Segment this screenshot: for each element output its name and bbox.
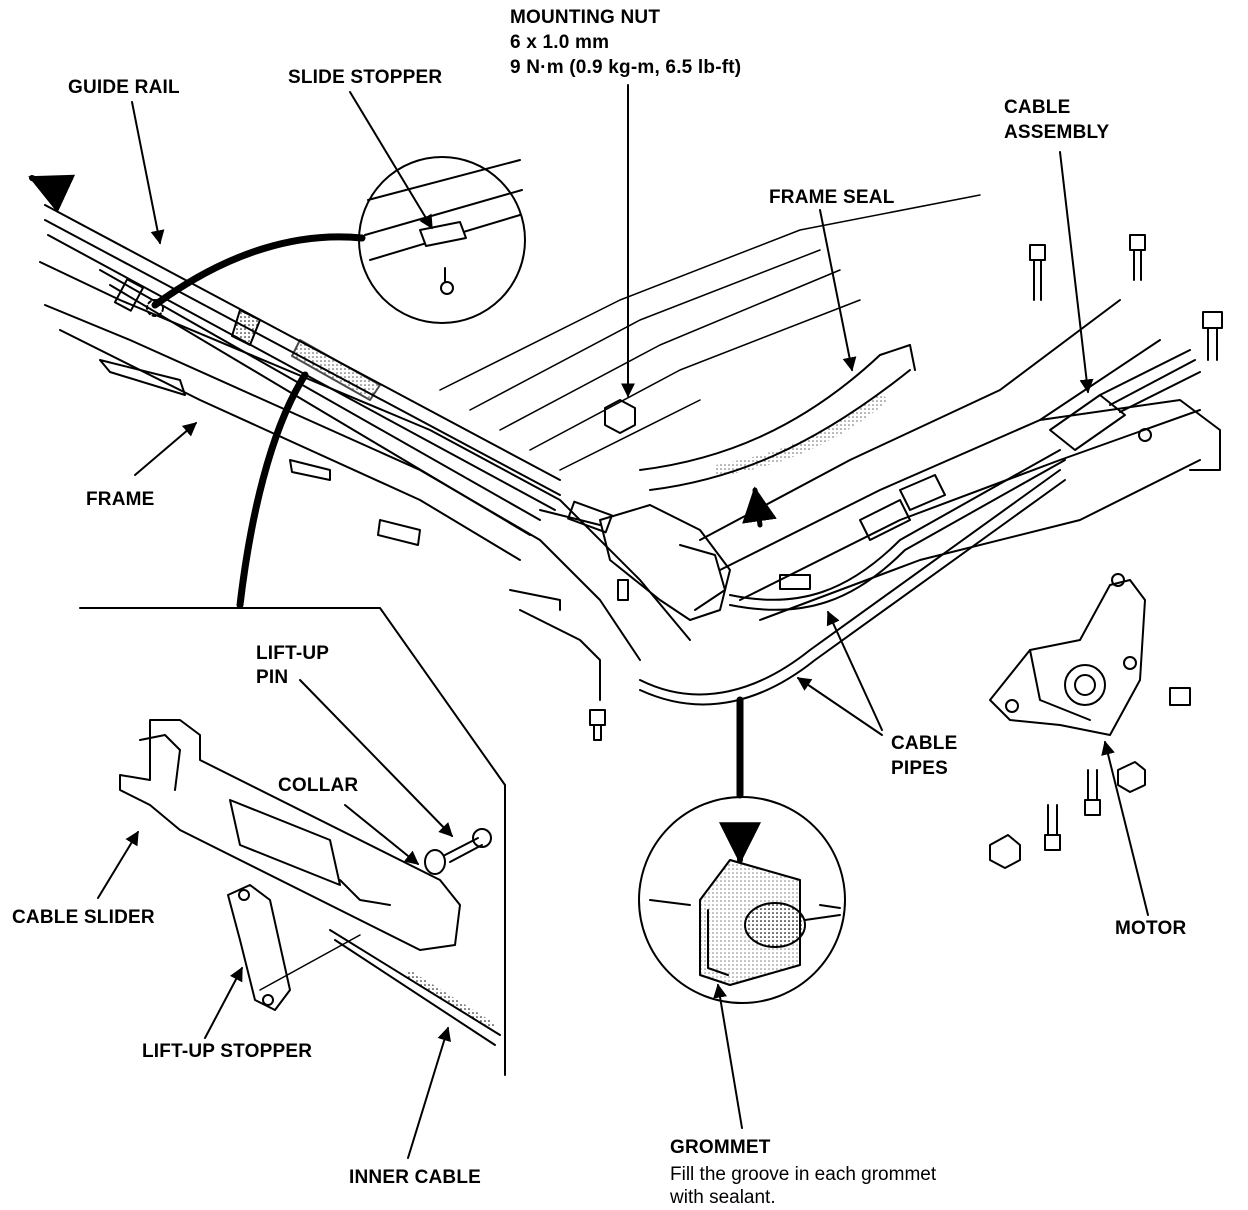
cable-assembly-label-2: ASSEMBLY xyxy=(1004,122,1110,143)
bolts xyxy=(589,234,1223,869)
cable-slider-detail xyxy=(79,371,506,1076)
cable-corner-bracket xyxy=(539,500,731,621)
motor-label: MOTOR xyxy=(1115,918,1187,939)
mounting-nut-label: MOUNTING NUT xyxy=(510,7,661,28)
cable-pipes-label-1: CABLE xyxy=(891,733,958,754)
lift-up-stopper-label: LIFT-UP STOPPER xyxy=(142,1041,313,1062)
mounting-nut-torque: 9 N·m (0.9 kg-m, 6.5 lb-ft) xyxy=(510,57,742,78)
direction-arrow-left xyxy=(28,174,76,213)
lift-up-pin-label-2: PIN xyxy=(256,667,289,688)
grommet-detail xyxy=(638,696,846,1004)
leader-lines xyxy=(97,84,1149,1159)
cable-slider-label: CABLE SLIDER xyxy=(12,907,155,928)
grommet-note-line-1: Fill the groove in each grommet xyxy=(670,1164,937,1185)
grommet-label: GROMMET xyxy=(670,1137,771,1158)
cable-assembly xyxy=(1049,349,1201,451)
collar-label: COLLAR xyxy=(278,775,359,796)
inner-cable-label: INNER CABLE xyxy=(349,1167,482,1188)
lift-up-pin-label-1: LIFT-UP xyxy=(256,643,330,664)
roof-opening xyxy=(439,194,981,471)
frame-seal xyxy=(639,344,916,491)
cable-pipes-label-2: PIPES xyxy=(891,758,948,779)
motor xyxy=(989,573,1146,736)
guide-rail xyxy=(44,204,561,536)
frame-label: FRAME xyxy=(86,489,155,510)
slide-stopper-label: SLIDE STOPPER xyxy=(288,67,443,88)
frame-outline xyxy=(39,261,691,701)
mounting-nut-size: 6 x 1.0 mm xyxy=(510,32,610,53)
guide-rail-label: GUIDE RAIL xyxy=(68,77,180,98)
cable-assembly-label-1: CABLE xyxy=(1004,97,1071,118)
grommet-note-line-2: with sealant. xyxy=(670,1187,776,1208)
direction-arrow-up xyxy=(742,486,777,528)
slide-stopper-detail xyxy=(151,156,526,324)
frame-seal-label: FRAME SEAL xyxy=(769,187,895,208)
frame-right xyxy=(699,299,1221,621)
